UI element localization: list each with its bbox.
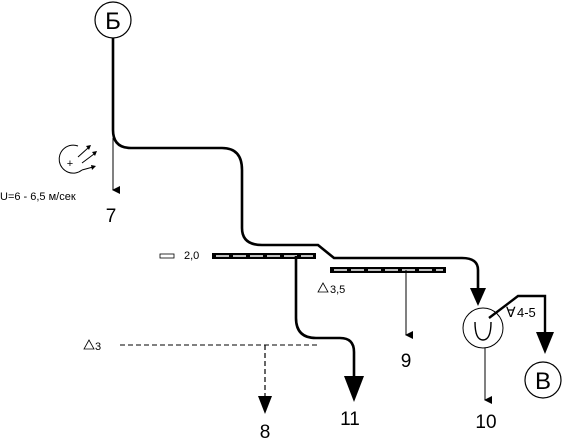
- node-end: В: [524, 361, 562, 399]
- output-9-label: 9: [401, 351, 412, 372]
- node-end-label: В: [535, 368, 551, 395]
- pump-unit: [462, 307, 504, 349]
- output-11-label: 11: [340, 409, 360, 430]
- screen2-triangle-icon: [317, 282, 329, 293]
- output-8-label: 8: [260, 422, 271, 439]
- branch-11-arrowhead: [344, 376, 364, 402]
- screen1-label: 2,0: [184, 250, 199, 262]
- branch-8-arrowhead: [258, 396, 272, 414]
- output-7-label: 7: [106, 206, 117, 227]
- output-10-label: 10: [475, 412, 496, 433]
- main-flow-arrowhead: [470, 288, 486, 306]
- pump-label: 4-5: [517, 305, 536, 320]
- branch8-triangle-icon: [83, 339, 95, 350]
- node-start-label: Б: [105, 8, 121, 35]
- branch-end-arrowhead: [536, 332, 554, 354]
- speed-label: U=6 - 6,5 м/сек: [0, 191, 76, 203]
- svg-text:+: +: [67, 158, 73, 170]
- main-flow-line: [111, 38, 480, 290]
- screen1-symbol-icon: [159, 253, 175, 259]
- branch8-label: 3: [95, 341, 101, 353]
- branch-end-line: [488, 294, 547, 334]
- screen2-bar: [330, 267, 446, 273]
- pump-forall-icon: ∀: [506, 304, 516, 320]
- screen2-label: 3,5: [330, 284, 345, 296]
- screen1-bar: [212, 253, 316, 259]
- node-start: Б: [94, 1, 132, 39]
- sprayer-icon: +: [58, 144, 97, 174]
- branch-11-line: [294, 256, 356, 378]
